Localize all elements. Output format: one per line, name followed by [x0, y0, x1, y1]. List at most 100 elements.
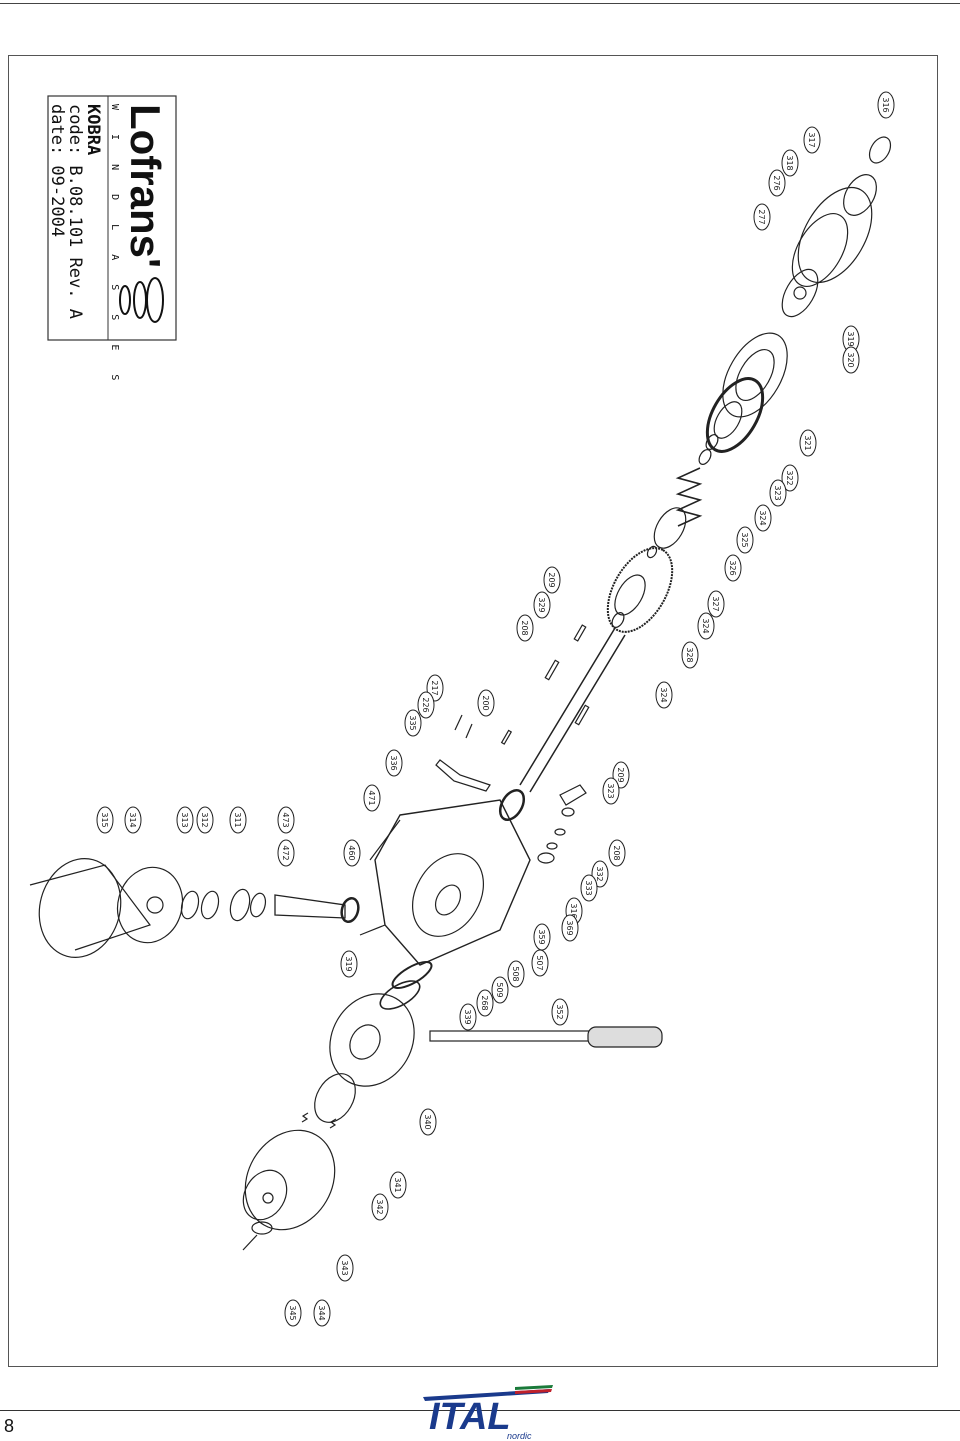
part-callout: 276	[768, 169, 786, 197]
drawing-code: code: B.08.101 Rev. A	[65, 104, 85, 319]
part-callout: 339	[459, 1003, 477, 1031]
page-number: 8	[4, 1416, 15, 1436]
top-rule	[0, 3, 960, 4]
part-number-label: 326	[728, 560, 737, 575]
part-callout: 208	[516, 614, 534, 642]
part-callout: 323	[602, 777, 620, 805]
part-number-label: 328	[685, 647, 694, 662]
part-number-label: 509	[495, 982, 504, 997]
part-callout: 345	[284, 1299, 302, 1327]
part-callout: 336	[385, 749, 403, 777]
part-number-label: 369	[565, 920, 574, 935]
part-callout: 472	[277, 839, 295, 867]
part-callout: 343	[336, 1254, 354, 1282]
part-number-label: 325	[740, 532, 749, 547]
part-callout: 335	[404, 709, 422, 737]
part-callout: 471	[363, 784, 381, 812]
title-block: Lofrans' W I N D L A S S E S KOBRA code:…	[47, 95, 177, 389]
brand-emblem-icon	[119, 277, 164, 323]
part-callout: 318	[781, 149, 799, 177]
brand-subtitle: W I N D L A S S E S	[109, 104, 120, 389]
part-number-label: 342	[375, 1199, 384, 1214]
part-number-label: 319	[846, 331, 855, 346]
part-number-label: 217	[430, 680, 439, 695]
part-number-label: 208	[612, 845, 621, 860]
part-callout: 325	[736, 526, 754, 554]
part-callout: 340	[419, 1108, 437, 1136]
part-callout: 321	[799, 429, 817, 457]
part-callout: 329	[533, 591, 551, 619]
part-number-label: 277	[757, 209, 766, 224]
part-number-label: 507	[535, 955, 544, 970]
part-number-label: 471	[367, 790, 376, 805]
part-number-label: 312	[200, 812, 209, 827]
part-number-label: 320	[846, 352, 855, 367]
part-callout: 268	[476, 989, 494, 1017]
part-number-label: 316	[569, 903, 578, 918]
part-callouts: 3163173182762773193203213223233243253263…	[96, 91, 895, 1327]
part-number-label: 268	[480, 995, 489, 1010]
part-callout: 200	[477, 689, 495, 717]
part-number-label: 333	[584, 880, 593, 895]
part-number-label: 345	[288, 1305, 297, 1320]
part-callout: 319	[340, 950, 358, 978]
part-number-label: 359	[537, 929, 546, 944]
part-callout: 508	[507, 960, 525, 988]
part-number-label: 315	[100, 812, 109, 827]
part-callout: 342	[371, 1193, 389, 1221]
ital-logo: ITAL nordic	[423, 1385, 553, 1441]
part-callout: 315	[96, 806, 114, 834]
part-callout: 324	[655, 681, 673, 709]
part-number-label: 508	[511, 966, 520, 981]
part-callout: 312	[196, 806, 214, 834]
part-number-label: 314	[128, 812, 137, 827]
part-number-label: 324	[701, 618, 710, 633]
part-number-label: 327	[711, 596, 720, 611]
logo-text: ITAL	[429, 1396, 511, 1438]
assembly-drawing	[29, 136, 892, 1251]
part-callout: 277	[753, 203, 771, 231]
part-number-label: 318	[785, 155, 794, 170]
part-number-label: 341	[393, 1177, 402, 1192]
part-number-label: 344	[317, 1305, 326, 1320]
part-number-label: 336	[389, 755, 398, 770]
part-number-label: 340	[423, 1114, 432, 1129]
part-number-label: 313	[180, 812, 189, 827]
part-callout: 473	[277, 806, 295, 834]
part-callout: 313	[176, 806, 194, 834]
part-callout: 324	[697, 612, 715, 640]
part-callout: 344	[313, 1299, 331, 1327]
part-callout: 324	[754, 504, 772, 532]
part-number-label: 319	[344, 956, 353, 971]
part-callout: 323	[769, 479, 787, 507]
part-number-label: 317	[807, 132, 816, 147]
part-callout: 341	[389, 1171, 407, 1199]
part-number-label: 209	[616, 767, 625, 782]
part-callout: 326	[724, 554, 742, 582]
brand-title: Lofrans'	[122, 104, 169, 268]
part-number-label: 329	[537, 597, 546, 612]
part-number-label: 332	[595, 866, 604, 881]
part-number-label: 472	[281, 845, 290, 860]
model-name: KOBRA	[83, 104, 103, 155]
drawing-frame	[8, 55, 938, 1367]
part-number-label: 311	[233, 812, 242, 827]
part-callout: 311	[229, 806, 247, 834]
part-callout: 359	[533, 923, 551, 951]
part-callout: 317	[803, 126, 821, 154]
part-callout: 314	[124, 806, 142, 834]
part-callout: 328	[681, 641, 699, 669]
part-callout: 369	[561, 914, 579, 942]
part-number-label: 200	[481, 695, 490, 710]
part-number-label: 226	[421, 697, 430, 712]
part-number-label: 323	[773, 485, 782, 500]
part-number-label: 352	[555, 1004, 564, 1019]
part-callout: 320	[842, 346, 860, 374]
part-callout: 226	[417, 691, 435, 719]
part-callout: 509	[491, 976, 509, 1004]
part-number-label: 473	[281, 812, 290, 827]
footer-rule	[0, 1410, 960, 1411]
part-callout: 208	[608, 839, 626, 867]
part-callout: 327	[707, 590, 725, 618]
part-callout: 333	[580, 874, 598, 902]
